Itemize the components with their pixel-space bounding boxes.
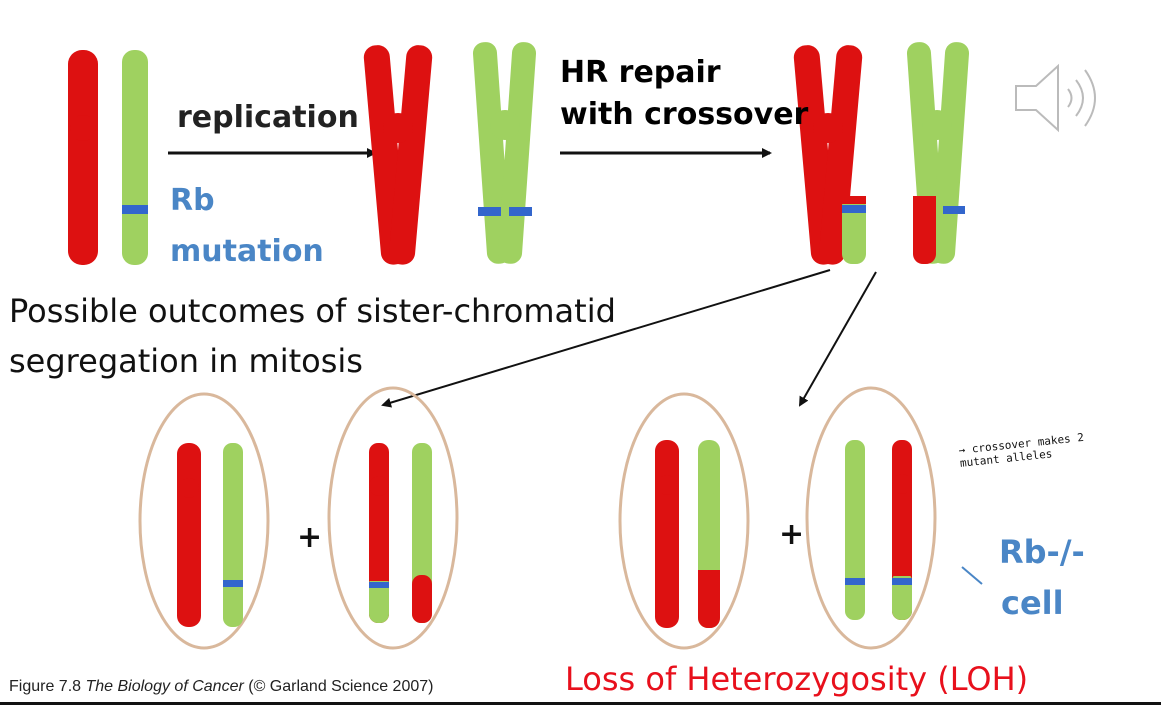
caption-suffix: (© Garland Science 2007) (243, 678, 434, 695)
outcomes-label-line2: segregation in mitosis (9, 342, 363, 380)
cell-outcome-1b (327, 386, 459, 650)
crossover-mutation-band (842, 205, 866, 213)
cell-outcome-1a (138, 392, 270, 650)
cell-outcome-2b (805, 386, 937, 650)
rb-mutation-label-line1: Rb (170, 183, 215, 218)
slide-bottom-border (0, 702, 1161, 705)
outcome-arrow-left (381, 269, 831, 408)
outcomes-label-line1: Possible outcomes of sister-chromatid (9, 292, 616, 330)
speaker-icon[interactable] (1015, 63, 1096, 133)
hr-repair-label-line2: with crossover (560, 97, 809, 132)
replication-label: replication (177, 100, 359, 135)
loh-label: Loss of Heterozygosity (LOH) (565, 660, 1029, 698)
figure-caption: Figure 7.8 The Biology of Cancer (© Garl… (9, 678, 433, 696)
outcome-arrow-right (799, 271, 877, 407)
rb-mutation-label-line2: mutation (170, 234, 324, 269)
rb-cell-label-line2: cell (1001, 584, 1064, 622)
crossover-green-chromosome (906, 42, 970, 264)
crossover-mutation-band-right (943, 206, 965, 214)
crossover-red-chromosome (793, 45, 866, 265)
rb-cell-pointer (961, 566, 983, 585)
cell-outcome-2a (618, 392, 750, 650)
red-chromosome (68, 50, 98, 265)
plus-sign-left: + (297, 520, 323, 555)
initial-chromosome-pair (68, 50, 148, 265)
replicated-red-chromosome (363, 45, 433, 265)
rb-cell-label-line1: Rb-/- (999, 533, 1085, 571)
caption-title: The Biology of Cancer (85, 678, 244, 695)
mutation-band-left (478, 207, 501, 216)
replicated-green-chromosome (472, 42, 537, 264)
caption-prefix: Figure 7.8 (9, 678, 86, 695)
green-chromosome (122, 50, 148, 265)
plus-sign-right: + (779, 517, 805, 552)
mutation-band-right (509, 207, 532, 216)
rb-mutation-band (122, 205, 148, 214)
hr-repair-label-line1: HR repair (560, 55, 721, 90)
crossover-red-segment (913, 196, 936, 264)
